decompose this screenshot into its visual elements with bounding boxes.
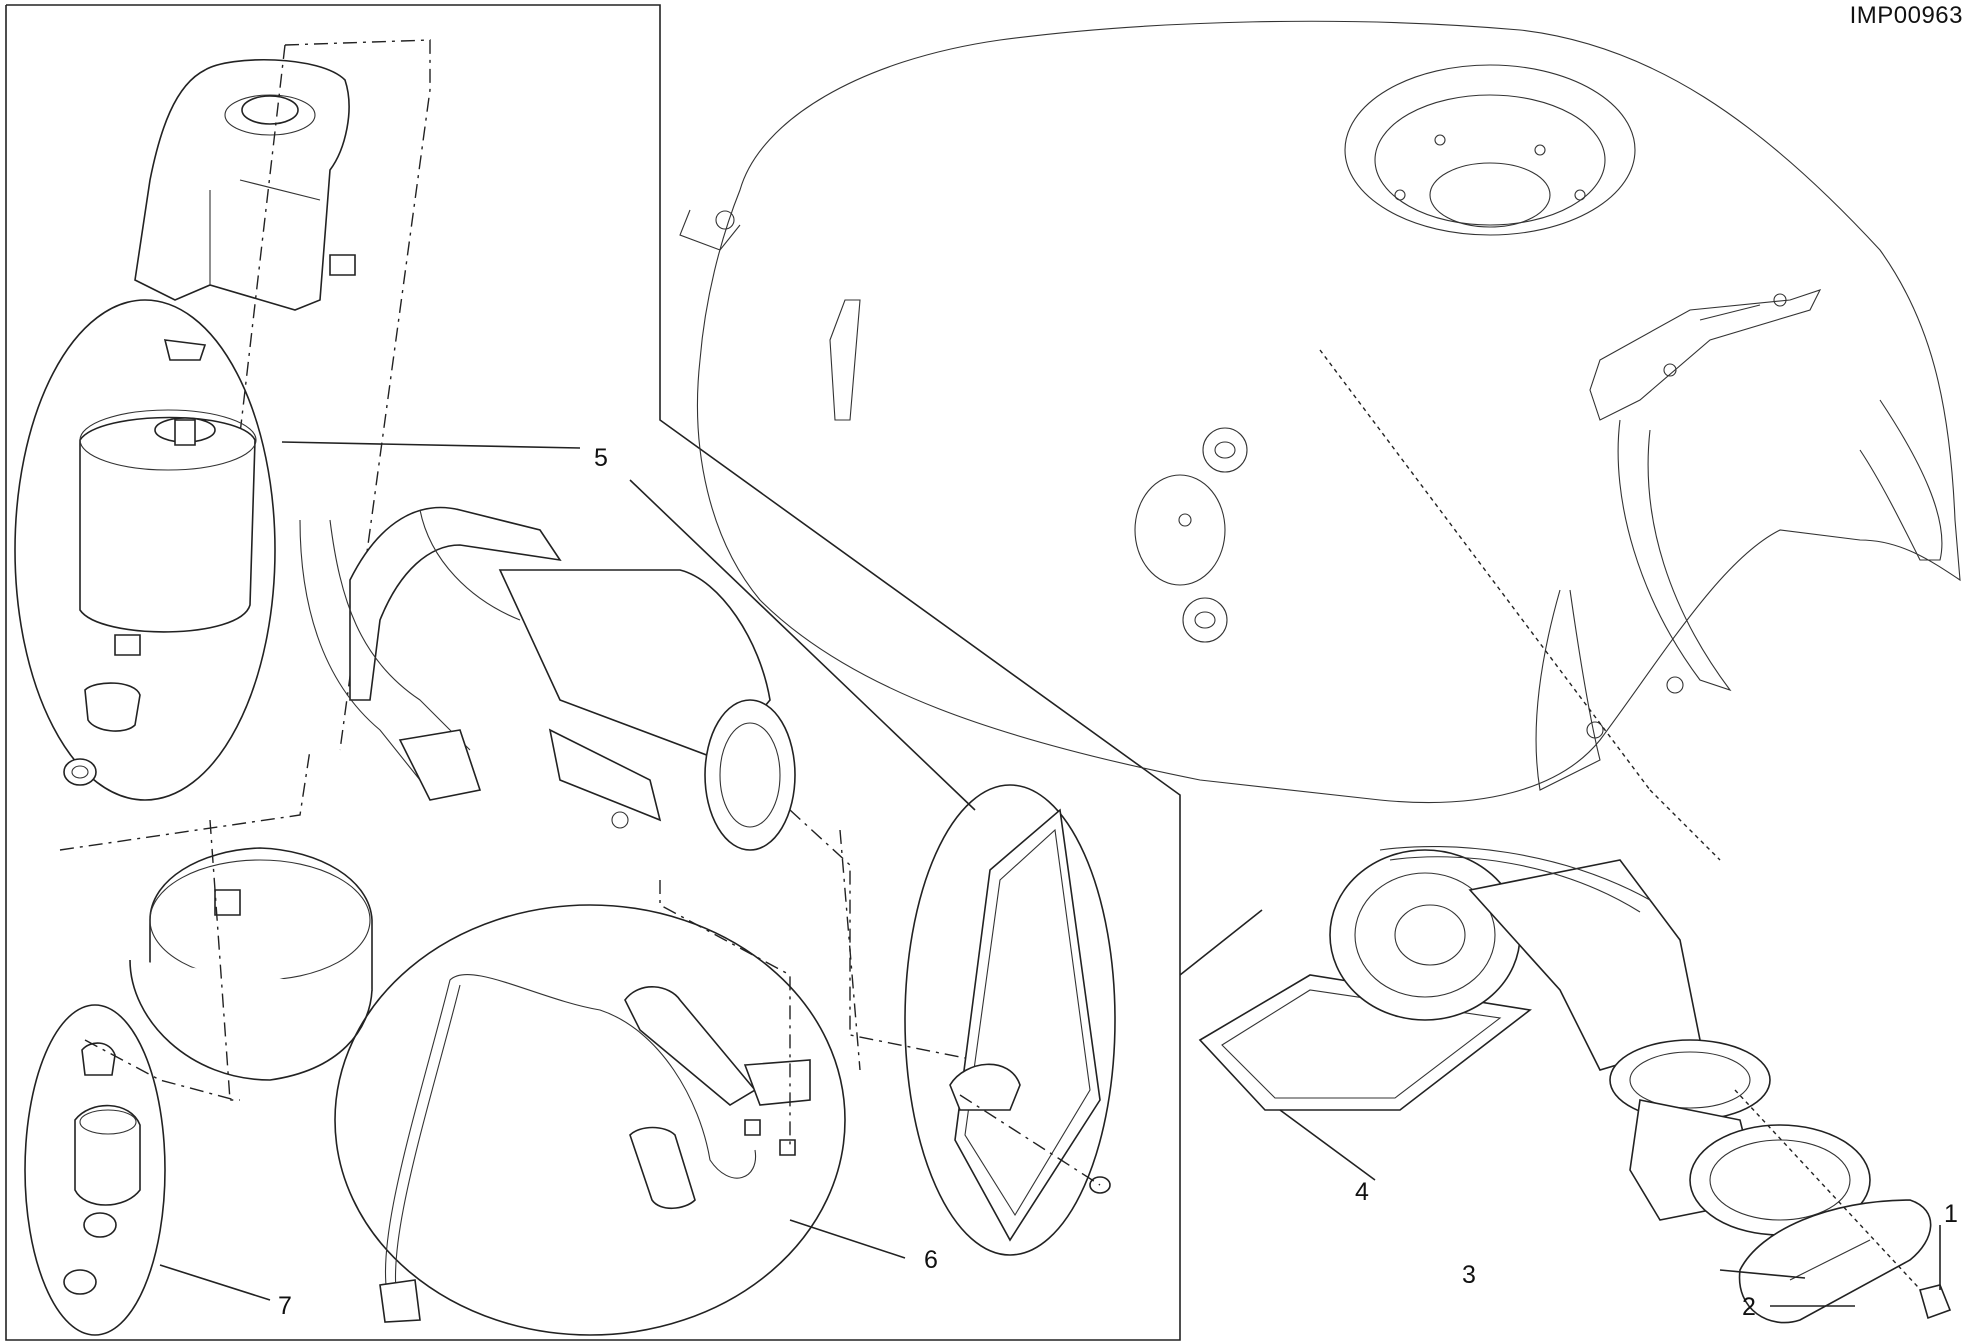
leader-7 [159, 1264, 271, 1301]
callout-3: 3 [1462, 1261, 1476, 1289]
screw-part-1 [1734, 1089, 1952, 1320]
leader-6 [789, 1219, 906, 1259]
callout-2: 2 [1742, 1293, 1756, 1321]
callout-6: 6 [924, 1246, 938, 1274]
callout-7: 7 [278, 1292, 292, 1320]
panel-frame [5, 4, 1181, 1341]
drawing-code: IMP00963 [1849, 2, 1963, 29]
callout-5: 5 [594, 444, 608, 472]
pump-module [129, 506, 796, 1081]
callout-4: 4 [1355, 1178, 1369, 1206]
pump-cover [134, 58, 356, 311]
leader-5 [281, 441, 581, 449]
fuel-pump-assembly-right [1198, 845, 1932, 1324]
pressure-regulator-detail [24, 1004, 166, 1336]
leader-3 [1719, 1269, 1806, 1279]
fuel-tank [679, 20, 1961, 804]
leader-4 [1279, 1109, 1376, 1181]
level-sensor-detail [334, 904, 846, 1336]
leader-5b [629, 479, 976, 811]
callout-1: 1 [1944, 1200, 1958, 1228]
filter-pad-detail [904, 784, 1116, 1256]
fuel-filter-detail [14, 299, 276, 801]
